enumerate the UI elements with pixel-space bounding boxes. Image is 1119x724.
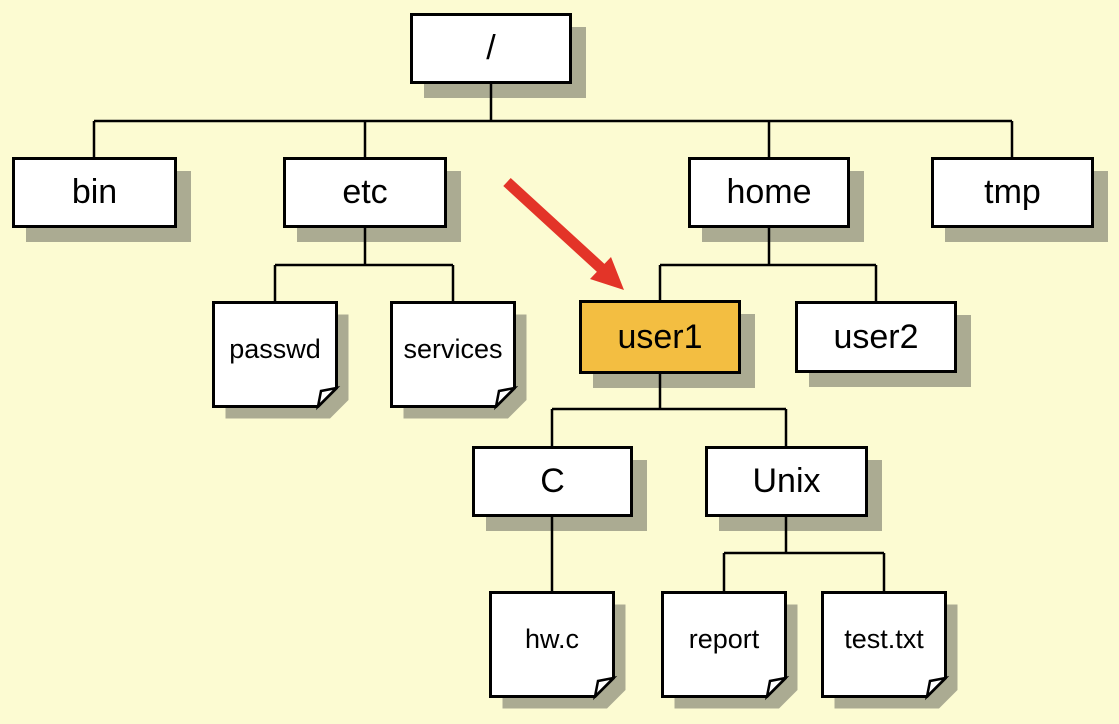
node-user1-highlighted: user1 [579,300,741,374]
node-c-label: C [540,462,565,500]
node-testtxt-label: test.txt [844,624,924,654]
file-icon [661,591,798,709]
node-unix: Unix [705,446,868,517]
node-root-label: / [486,29,496,67]
file-icon [489,591,626,709]
node-home: home [688,157,850,228]
file-icon [390,301,527,419]
file-icon [212,301,349,419]
node-unix-label: Unix [752,462,821,500]
node-c: C [472,446,633,517]
node-bin-label: bin [71,173,118,211]
node-user2: user2 [795,301,957,373]
node-hwc-label: hw.c [524,624,580,654]
node-bin: bin [12,157,177,228]
node-home-label: home [726,173,812,211]
node-user2-label: user2 [833,317,919,356]
file-icon [821,591,958,709]
node-tmp-label: tmp [984,173,1041,211]
node-root: / [410,13,572,84]
tree-connectors [92,84,1014,592]
node-passwd-label: passwd [229,334,321,364]
node-etc-label: etc [342,173,388,211]
node-report-label: report [688,624,760,654]
node-user1-label: user1 [617,317,703,356]
node-etc: etc [283,157,447,228]
node-tmp: tmp [931,157,1094,228]
node-services-label: services [403,334,503,364]
